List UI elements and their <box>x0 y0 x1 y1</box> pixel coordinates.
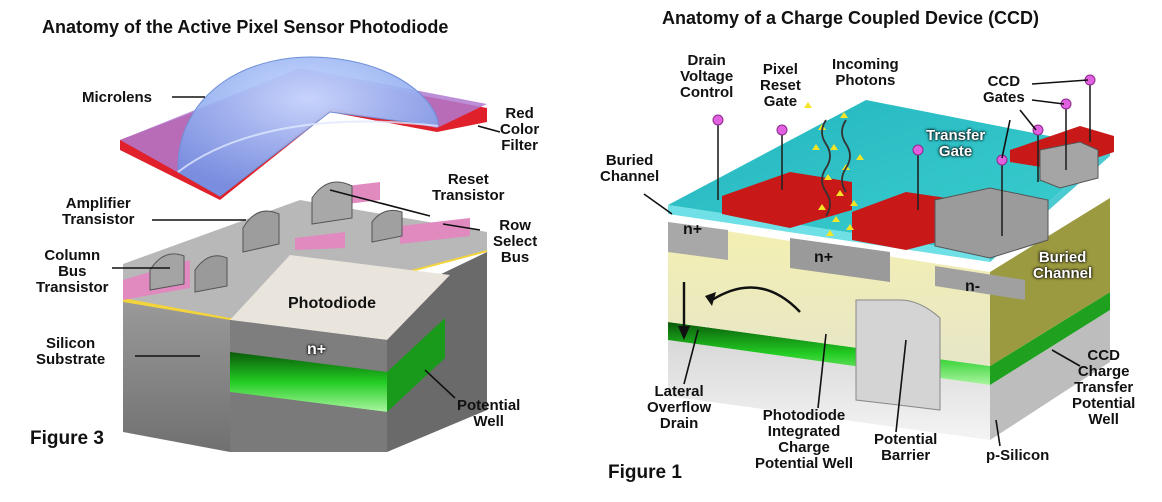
label-p-silicon: p-Silicon <box>986 447 1050 464</box>
substrate-front <box>123 300 230 452</box>
label-lateral-overflow-drain: Lateral Overflow Drain <box>647 383 712 432</box>
leader-lines-right <box>643 79 1089 447</box>
ccd-gate-block-2 <box>1039 141 1099 189</box>
gate-mid-block <box>852 192 960 250</box>
ccd-illustration <box>643 74 1114 447</box>
leader-lines-left <box>112 96 501 399</box>
gate-amp <box>242 210 280 253</box>
label-photodiode: Photodiode <box>288 295 376 312</box>
photon-paths <box>821 119 851 217</box>
transfer-gate-block <box>934 187 1049 259</box>
aps-illustration <box>112 56 501 452</box>
gate-reset <box>311 181 353 225</box>
label-photodiode-integrated-well: Photodiode Integrated Charge Potential W… <box>755 407 854 472</box>
label-potential-well: Potential Well <box>457 397 521 430</box>
label-n-minus: n- <box>965 278 981 295</box>
well-bottom <box>230 392 387 452</box>
p-silicon-front <box>668 340 990 440</box>
microlens-rim <box>177 120 439 173</box>
label-red-color-filter: Red Color Filter <box>500 105 540 154</box>
label-reset-transistor: Reset Transistor <box>432 171 505 204</box>
gate-column <box>149 253 185 291</box>
pin-heads <box>712 74 1096 166</box>
arrow-head-1 <box>705 292 716 306</box>
arrow-head-2 <box>678 326 690 340</box>
right-title: Anatomy of a Charge Coupled Device (CCD) <box>662 8 1040 28</box>
pink-region-2 <box>295 232 345 250</box>
label-ccd-gates: CCD Gates <box>983 73 1025 106</box>
label-incoming-photons: Incoming Photons <box>832 56 899 89</box>
label-silicon-substrate: Silicon Substrate <box>36 335 106 368</box>
photodiode-front <box>230 320 387 372</box>
well-green-side <box>387 318 445 412</box>
label-transfer-gate: Transfer Gate <box>926 127 986 160</box>
label-n-plus-center: n+ <box>814 249 834 266</box>
label-drain-voltage-control: Drain Voltage Control <box>680 52 734 101</box>
gate-center <box>194 255 228 293</box>
label-row-select-bus: Row Select Bus <box>493 217 538 266</box>
left-figure-label: Figure 3 <box>30 428 104 449</box>
label-buried-channel-left: Buried Channel <box>600 152 660 185</box>
n-plus-left-region <box>668 222 728 260</box>
label-potential-barrier: Potential Barrier <box>874 431 938 464</box>
charge-flow-arrows <box>682 282 801 332</box>
label-column-bus-transistor: Column Bus Transistor <box>36 247 109 296</box>
label-n-plus-left: n+ <box>683 221 703 238</box>
green-channel-side <box>990 292 1110 385</box>
right-figure-label: Figure 1 <box>608 462 682 483</box>
potential-barrier-shape <box>855 299 941 411</box>
label-n-plus-aps: n+ <box>307 341 327 358</box>
cutaway-side <box>990 198 1110 366</box>
incoming-photons <box>804 102 864 236</box>
left-title: Anatomy of the Active Pixel Sensor Photo… <box>42 17 449 37</box>
label-pixel-reset-gate: Pixel Reset Gate <box>760 61 801 110</box>
label-ccd-charge-transfer-well: CCD Charge Transfer Potential Well <box>1072 347 1136 428</box>
n-plus-center-region <box>790 238 890 282</box>
gate-row <box>371 209 403 243</box>
n-minus-region <box>935 266 1025 300</box>
gate-pins <box>717 80 1091 236</box>
microlens-dome <box>177 56 439 197</box>
label-microlens: Microlens <box>82 89 153 106</box>
label-amplifier-transistor: Amplifier Transistor <box>62 195 135 228</box>
pixel-reset-gate-block <box>722 172 852 228</box>
photodiode-top <box>230 255 450 340</box>
pink-region-3 <box>400 218 470 244</box>
p-silicon-side <box>990 310 1110 440</box>
label-buried-channel-right: Buried Channel <box>1033 249 1093 282</box>
